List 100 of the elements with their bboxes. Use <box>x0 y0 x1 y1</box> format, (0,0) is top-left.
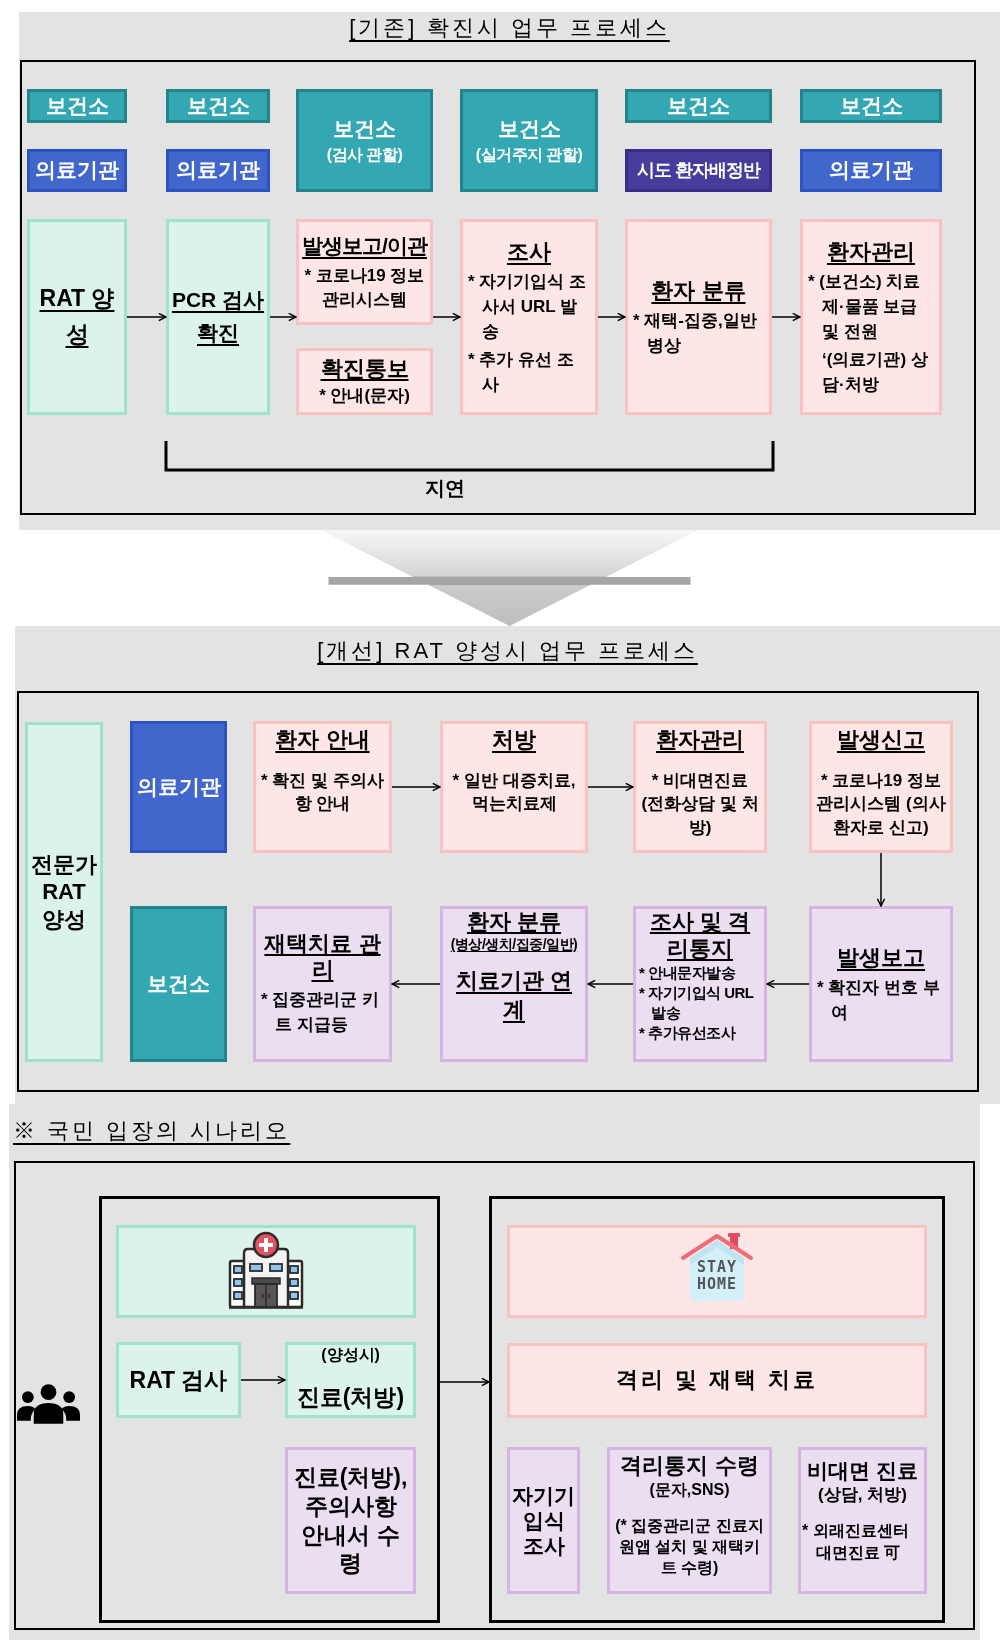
agency-box <box>130 721 227 853</box>
process-box <box>809 721 953 853</box>
step-note: (* 집중관리군 진료지원앱 설치 및 재택키트 수령) <box>614 1516 765 1578</box>
step-title: 환자 안내 <box>275 726 370 754</box>
process-box <box>253 721 392 853</box>
step-title: 재택치료 관리 <box>263 930 382 985</box>
step-note: (양성시) <box>321 1345 380 1365</box>
arrow <box>240 1375 286 1385</box>
agency-box <box>625 89 772 123</box>
process-box <box>166 219 270 415</box>
step-title: 조사 및 격리통지 <box>648 909 752 963</box>
icon-box <box>507 1225 927 1318</box>
section-title: [기존] 확진시 업무 프로세스 <box>349 14 670 42</box>
step-note: * 코로나19 정보관리시스템 (의사환자로 신고) <box>816 769 946 840</box>
step-title: 처방 <box>492 726 536 754</box>
agency-label: 시도 환자배정반 <box>637 160 760 181</box>
arrow <box>587 979 634 989</box>
step-note: ‘(의료기관) 상담·처방 <box>821 349 929 396</box>
arrow <box>126 312 167 322</box>
step-note: * 안내(문자) <box>319 384 410 407</box>
agency-box <box>625 149 772 192</box>
step-title: RAT 양성 <box>38 284 116 349</box>
agency-label: 보건소 <box>147 971 210 997</box>
step-title: 격리 및 재택 치료 <box>615 1366 819 1395</box>
step-title: 진료(처방) <box>296 1383 405 1412</box>
process-box <box>507 1447 580 1594</box>
agency-box <box>460 89 598 192</box>
agency-label: 의료기관 <box>829 158 913 183</box>
section-title: [개선] RAT 양성시 업무 프로세스 <box>317 637 698 665</box>
step-note: * 확진자 번호 부여 <box>817 977 941 1024</box>
step-note: * 비대면진료 (전화상담 및 처방) <box>640 769 760 840</box>
house-sign-text: STAY HOME <box>695 1259 739 1295</box>
arrow <box>771 312 801 322</box>
agency-box <box>27 149 127 192</box>
process-box <box>809 906 953 1062</box>
agency-box <box>130 906 227 1062</box>
step-title: 비대면 진료 <box>807 1458 918 1484</box>
arrow <box>269 312 297 322</box>
arrow <box>876 852 886 907</box>
step-title: 진료(처방), 주의사항 안내서 수령 <box>293 1463 408 1578</box>
agency-label: 보건소 <box>839 93 903 119</box>
agency-label: 보건소 <box>186 93 250 119</box>
step-title: 발생보고 <box>837 943 925 972</box>
step-title: 전문가 RAT 양성 <box>30 850 98 934</box>
icon-box <box>116 1225 416 1318</box>
agency-label: 의료기관 <box>35 158 119 183</box>
arrow <box>432 312 461 322</box>
step-note: * 외래진료센터 대면진료 可 <box>802 1521 910 1563</box>
process-box <box>285 1447 416 1594</box>
step-title: 환자관리 <box>656 726 744 754</box>
step-title: 발생신고 <box>837 726 925 754</box>
step-note: (상담, 처방) <box>818 1484 907 1507</box>
agency-box <box>800 149 942 192</box>
step-note: * 재택-집중,일반 병상 <box>633 310 758 357</box>
agency-sublabel: (실거주지 관할) <box>475 144 583 165</box>
step-title: 확진통보 <box>320 355 409 383</box>
arrow <box>587 782 634 792</box>
agency-box <box>27 89 127 123</box>
process-box <box>440 906 588 1062</box>
step-note: (문자,SNS) <box>649 1479 730 1500</box>
step-note: * 일반 대증치료, 먹는치료제 <box>451 769 577 816</box>
step-note: * 추가유선조사 <box>639 1023 737 1044</box>
group-frame <box>99 1196 440 1623</box>
step-title: 치료기관 연계 <box>454 967 574 1024</box>
process-box <box>460 219 598 415</box>
step-note: * 집중관리군 키트 지급등 <box>261 989 381 1036</box>
agency-label: 보건소 <box>667 93 730 119</box>
bracket-label: 지연 <box>425 476 465 500</box>
step-title: 환자관리 <box>827 237 915 266</box>
agency-sublabel: (검사 관할) <box>326 144 403 165</box>
block-arrow <box>320 530 699 626</box>
step-title: 격리통지 수령 <box>620 1452 759 1480</box>
process-box <box>25 722 103 1062</box>
agency-box <box>166 149 270 192</box>
process-box <box>633 721 767 853</box>
process-box <box>116 1342 241 1418</box>
process-box <box>27 219 127 415</box>
agency-label: 보건소 <box>333 116 396 141</box>
agency-box <box>800 89 942 123</box>
process-box <box>253 906 392 1062</box>
process-box <box>285 1342 416 1418</box>
agency-label: 의료기관 <box>136 774 221 800</box>
step-title: 환자 분류 <box>466 909 562 936</box>
step-title: 환자 분류 <box>651 276 746 305</box>
process-box <box>798 1447 927 1594</box>
agency-box <box>296 89 433 192</box>
process-box <box>625 219 772 415</box>
process-box <box>296 348 433 415</box>
process-box <box>507 1343 927 1418</box>
agency-box <box>166 89 270 123</box>
arrow <box>597 312 626 322</box>
step-note: * 안내문자발송 <box>639 962 737 983</box>
agency-label: 보건소 <box>45 93 109 119</box>
section-title: ※ 국민 입장의 시나리오 <box>13 1117 291 1145</box>
arrow <box>391 782 441 792</box>
process-box <box>800 219 942 415</box>
process-box <box>296 219 433 325</box>
step-note: (병상/생치/집중/일반) <box>450 935 578 954</box>
arrow <box>766 979 810 989</box>
step-title: RAT 검사 <box>129 1365 228 1395</box>
